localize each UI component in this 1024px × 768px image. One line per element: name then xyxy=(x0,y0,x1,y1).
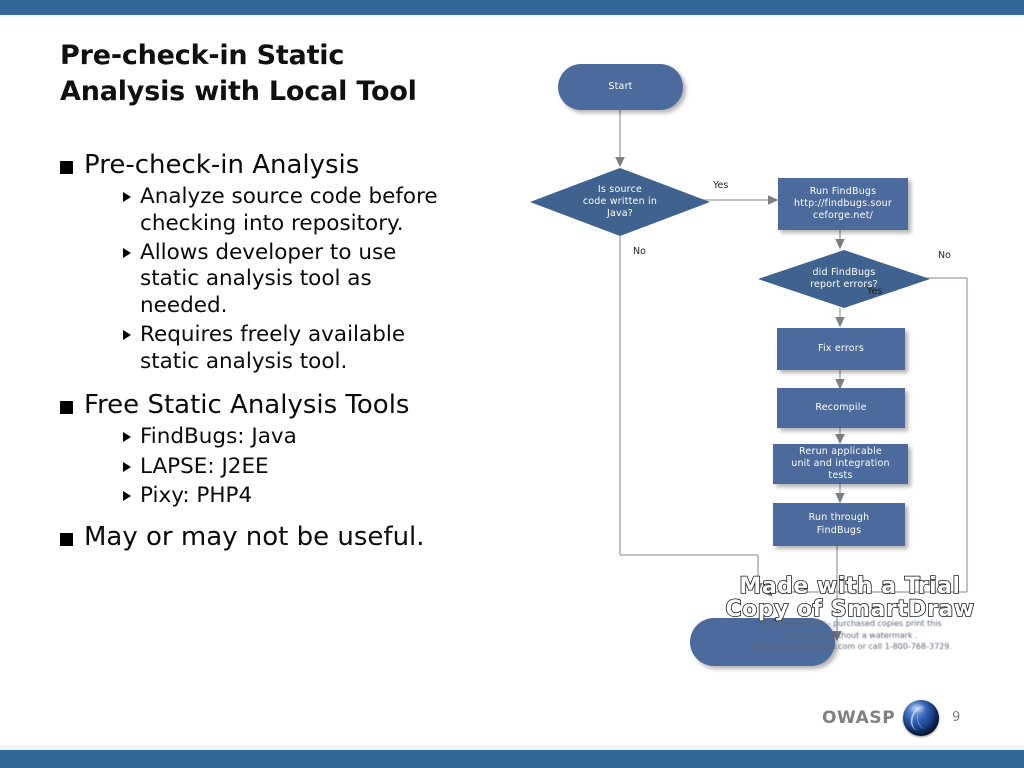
triangle-bullet-icon xyxy=(123,248,131,259)
square-bullet-icon xyxy=(60,532,73,546)
flow-node-fix-errors-label: Fix errors xyxy=(817,342,864,354)
flow-node-start[interactable]: Start xyxy=(558,64,683,110)
flow-node-run-through-findbugs[interactable]: Run through FindBugs xyxy=(773,503,905,546)
spacer xyxy=(60,513,530,522)
page-title: Pre-check-in Static Analysis with Local … xyxy=(60,38,520,109)
top-hairline xyxy=(0,15,1024,17)
spacer xyxy=(60,378,530,390)
bullet-level2-line-1: Analyze source code before xyxy=(140,184,438,210)
bullet-level1-may-or-may-not: May or may not be useful. xyxy=(60,522,530,552)
flow-decision-report-errors[interactable]: did FindBugs report errors? xyxy=(758,250,930,308)
bullet-level2-requires: Requires freely available static analysi… xyxy=(60,322,530,375)
flow-decision-is-java[interactable]: Is source code written in Java? xyxy=(530,168,710,236)
bottom-accent-bar xyxy=(0,750,1024,768)
top-accent-bar xyxy=(0,0,1024,15)
bullet-level1-precheckin: Pre-check-in Analysis xyxy=(60,150,530,180)
label-line-1: Run FindBugs xyxy=(809,185,877,197)
page-title-line-2: Analysis with Local Tool xyxy=(60,75,417,107)
flow-node-fix-errors[interactable]: Fix errors xyxy=(777,328,905,370)
flow-edge-label-no-java: No xyxy=(633,246,646,257)
triangle-bullet-icon xyxy=(123,491,131,502)
flow-decision-is-java-label: Is source code written in Java? xyxy=(550,184,690,220)
flow-node-recompile-label: Recompile xyxy=(815,401,867,413)
flow-edge-label-yes-java: Yes xyxy=(713,180,729,191)
triangle-bullet-icon xyxy=(123,192,131,203)
label-line-1: Is source xyxy=(597,184,643,196)
bullet-level2-line-3: needed. xyxy=(140,292,228,318)
triangle-bullet-icon xyxy=(123,432,131,443)
triangle-bullet-icon xyxy=(123,461,131,472)
bullet-level2-label: FindBugs: Java xyxy=(140,424,297,450)
bullet-level2-findbugs: FindBugs: Java xyxy=(60,424,530,450)
label-line-3: Java? xyxy=(606,207,634,219)
bullet-level2-line-1: Requires freely available xyxy=(140,322,406,348)
owasp-brand-text: OWASP xyxy=(822,708,896,728)
page-number: 9 xyxy=(952,710,961,725)
label-line-2: report errors? xyxy=(810,279,878,290)
flow-node-rerun-tests[interactable]: Rerun applicable unit and integration te… xyxy=(773,444,908,484)
bullet-level2-pixy: Pixy: PHP4 xyxy=(60,483,530,509)
flow-edge-label-yes-errors: Yes xyxy=(867,286,883,297)
bullet-level1-label: Free Static Analysis Tools xyxy=(84,390,410,421)
flowchart-connectors xyxy=(615,110,968,642)
label-line-2: FindBugs xyxy=(816,524,862,536)
page-title-line-1: Pre-check-in Static xyxy=(60,40,345,71)
flow-node-start-label: Start xyxy=(608,80,633,92)
square-bullet-icon xyxy=(60,161,73,174)
flow-edge-label-no-errors: No xyxy=(938,250,951,261)
square-bullet-icon xyxy=(60,401,73,415)
bullet-level2-lapse: LAPSE: J2EE xyxy=(60,454,530,480)
label-line-2: unit and integration xyxy=(791,457,890,469)
bullet-level1-free-tools: Free Static Analysis Tools xyxy=(60,390,530,420)
flow-node-run-findbugs[interactable]: Run FindBugs http://findbugs.sour ceforg… xyxy=(778,178,908,230)
label-line-2: code written in xyxy=(582,196,658,208)
bullet-level2-label: Requires freely available static analysi… xyxy=(140,322,405,375)
bottom-hairline xyxy=(0,745,1024,750)
label-line-1: Rerun applicable xyxy=(799,445,882,457)
triangle-bullet-icon xyxy=(123,330,131,341)
flowchart-diagram: Start Is source code written in Java? Ye… xyxy=(515,40,1015,690)
flow-node-recompile[interactable]: Recompile xyxy=(777,388,905,428)
bullet-level2-label: Allows developer to use static analysis … xyxy=(140,240,396,319)
bullet-level2-label: Pixy: PHP4 xyxy=(140,483,253,509)
bullet-level2-line-1: Allows developer to use xyxy=(140,240,397,266)
bullet-level2-allows: Allows developer to use static analysis … xyxy=(60,240,530,319)
label-line-1: did FindBugs xyxy=(812,267,876,279)
bullet-list: Pre-check-in Analysis Analyze source cod… xyxy=(60,150,530,556)
bullet-level2-line-2: static analysis tool as xyxy=(140,266,372,292)
bullet-level2-line-2: static analysis tool. xyxy=(140,348,348,374)
flow-node-end[interactable] xyxy=(690,618,835,666)
label-line-2: http://findbugs.sour xyxy=(794,197,892,209)
owasp-globe-icon xyxy=(903,700,939,736)
bullet-level1-label: May or may not be useful. xyxy=(84,521,425,552)
bullet-level1-label: Pre-check-in Analysis xyxy=(84,150,360,180)
bullet-level2-label: Analyze source code before checking into… xyxy=(140,184,438,237)
label-line-1: Run through xyxy=(808,512,870,524)
label-line-3: ceforge.net/ xyxy=(812,210,874,222)
globe-highlight xyxy=(909,703,926,714)
flow-decision-report-errors-label: did FindBugs report errors? xyxy=(777,267,911,291)
bullet-level2-analyze: Analyze source code before checking into… xyxy=(60,184,530,237)
label-line-3: tests xyxy=(828,470,853,482)
bullet-level2-label: LAPSE: J2EE xyxy=(140,453,269,479)
bullet-level2-line-2: checking into repository. xyxy=(140,210,404,236)
